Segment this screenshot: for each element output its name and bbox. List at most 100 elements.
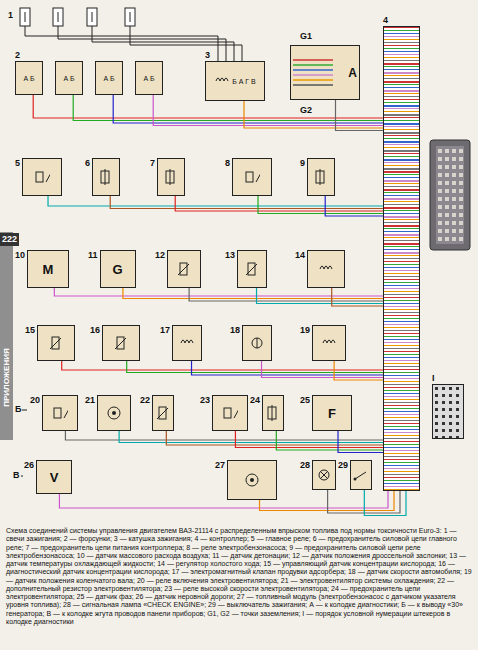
- pin: [438, 197, 442, 201]
- component-text: А Б: [103, 75, 114, 82]
- component-box: 12: [155, 250, 201, 288]
- wire: [65, 431, 383, 440]
- component-text: А Б: [143, 75, 154, 82]
- motor-symbol: [106, 405, 122, 421]
- component-box: 28: [300, 460, 336, 490]
- pin: [438, 237, 442, 241]
- component-box: 19: [300, 325, 346, 361]
- relay-symbol: [34, 169, 50, 185]
- pin: [452, 221, 456, 225]
- relay-symbol: [222, 405, 238, 421]
- controller-plug: [430, 140, 470, 250]
- side-band: [0, 232, 13, 440]
- pin: [438, 229, 442, 233]
- component-box: 7: [150, 158, 185, 196]
- callout-number: 28: [300, 460, 310, 471]
- pin: [459, 181, 463, 185]
- component-box: 15: [25, 325, 75, 361]
- wire: [338, 431, 383, 453]
- callout-number: 29: [338, 460, 348, 471]
- section-tab: ПРИЛОЖЕНИЯ: [1, 342, 12, 414]
- sensor-symbol: [249, 335, 265, 351]
- component-box: 4: [383, 15, 420, 491]
- pin: [459, 213, 463, 217]
- component-box: 13: [225, 250, 267, 288]
- callout-number: 4: [383, 15, 388, 26]
- component-body: A: [290, 45, 360, 100]
- component-box: I: [432, 373, 464, 439]
- pin: [445, 237, 449, 241]
- pin: [445, 189, 449, 193]
- component-body: [172, 325, 202, 361]
- component-body: [37, 325, 75, 361]
- component-box: 20: [30, 395, 78, 431]
- pin: [438, 213, 442, 217]
- component-body: Б А Г В: [205, 61, 265, 101]
- callout-number: 9: [300, 158, 305, 169]
- component-box: 22: [140, 395, 174, 431]
- wire: [336, 100, 384, 131]
- pin: [445, 213, 449, 217]
- component-body: А Б: [15, 61, 43, 95]
- wire: [276, 431, 383, 450]
- callout-number: 2: [15, 50, 20, 61]
- motor-symbol: [244, 472, 260, 488]
- component-box: А Б: [135, 61, 163, 95]
- pin: [438, 173, 442, 177]
- wire: [59, 491, 388, 508]
- pin: [452, 189, 456, 193]
- callout-number: 3: [205, 50, 210, 61]
- callout-label: Б: [15, 404, 21, 415]
- component-box: 11G: [88, 250, 136, 288]
- pin: [459, 149, 463, 153]
- component-body: [42, 395, 78, 431]
- wire: [54, 288, 383, 296]
- component-body: [212, 395, 248, 431]
- callout-number: 10: [15, 250, 25, 261]
- wire: [244, 101, 383, 128]
- callout-label: 1: [8, 10, 13, 21]
- pin: [452, 229, 456, 233]
- pin: [459, 197, 463, 201]
- pin: [452, 157, 456, 161]
- pin: [459, 189, 463, 193]
- pin: [452, 197, 456, 201]
- callout-number: 20: [30, 395, 40, 406]
- wire: [175, 196, 383, 211]
- component-box: 14: [295, 250, 345, 288]
- wire: [192, 361, 383, 375]
- pin: [438, 205, 442, 209]
- pin: [438, 221, 442, 225]
- pin: [438, 149, 442, 153]
- coil-symbol: [318, 261, 334, 277]
- wire: [257, 288, 383, 304]
- pin: [445, 221, 449, 225]
- pin: [445, 229, 449, 233]
- component-box: 26V: [24, 460, 72, 494]
- res-symbol: [176, 261, 192, 277]
- component-body: [383, 26, 420, 491]
- pin: [445, 197, 449, 201]
- wire: [332, 288, 383, 306]
- callout-number: 21: [85, 395, 95, 406]
- callout-number: I: [432, 373, 435, 384]
- component-body: [102, 325, 140, 361]
- pin: [452, 213, 456, 217]
- callout-number: 24: [250, 395, 260, 406]
- wire: [62, 361, 383, 370]
- callout-number: 22: [140, 395, 150, 406]
- wire: [260, 491, 394, 511]
- pin: [459, 205, 463, 209]
- pin: [452, 173, 456, 177]
- component-box: 10M: [15, 250, 69, 288]
- component-box: 29: [338, 460, 372, 490]
- pin: [445, 181, 449, 185]
- fuse-symbol: [98, 169, 114, 185]
- callout-number: 12: [155, 250, 165, 261]
- component-body: [307, 158, 335, 196]
- wire: [123, 288, 383, 299]
- component-text: G: [112, 262, 122, 277]
- callout-number: 14: [295, 250, 305, 261]
- component-text: V: [50, 470, 59, 485]
